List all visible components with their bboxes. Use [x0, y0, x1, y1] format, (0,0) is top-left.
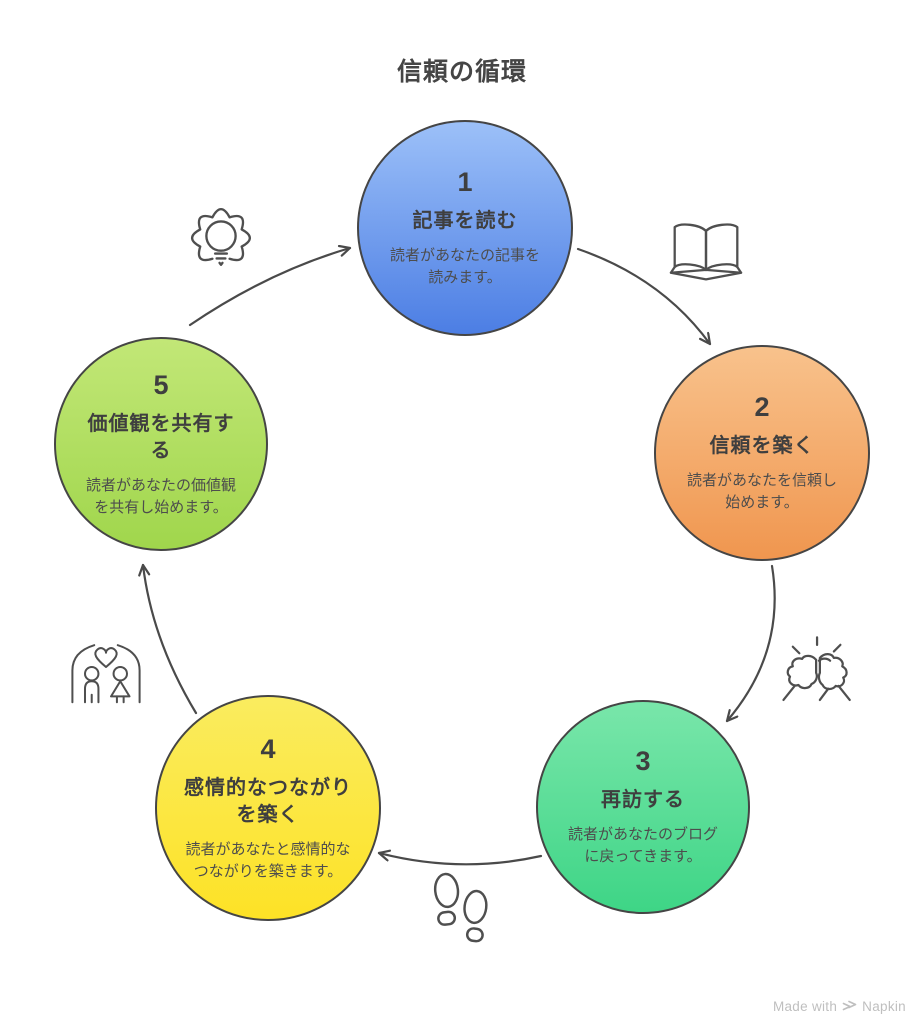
step-number: 2	[754, 392, 770, 423]
step-description: 読者があなたのブログに戻ってきます。	[567, 826, 718, 865]
napkin-logo-icon	[842, 1000, 857, 1011]
made-with-label: Made with	[772, 999, 838, 1014]
brand-label: Napkin	[862, 999, 906, 1014]
step-node-2: 2 信頼を築く 読者があなたを信頼し始めます。	[654, 345, 870, 561]
step-number: 1	[457, 167, 473, 198]
step-number: 4	[260, 733, 276, 764]
fist-bump-icon	[776, 632, 860, 710]
step-description: 読者があなたの価値観を共有し始めます。	[85, 476, 236, 516]
step-title: 記事を読む	[412, 210, 518, 233]
gear-lightbulb-icon	[182, 202, 260, 274]
step-title: 感情的なつながりを築く	[184, 776, 352, 826]
arrow-3-to-4	[377, 853, 543, 866]
step-node-1: 1 記事を読む 読者があなたの記事を読みます。	[357, 120, 573, 336]
step-title: 信頼を築く	[709, 435, 815, 458]
step-title: 価値観を共有する	[87, 412, 235, 462]
step-number: 3	[635, 746, 651, 777]
made-with-napkin-link[interactable]: Made with Napkin	[773, 999, 906, 1014]
step-number: 5	[153, 369, 169, 400]
arrow-4-to-5	[143, 563, 198, 715]
step-node-3: 3 再訪する 読者があなたのブログに戻ってきます。	[536, 700, 750, 914]
step-title: 再訪する	[601, 789, 685, 812]
step-description: 読者があなたの記事を読みます。	[389, 247, 540, 286]
step-description: 読者があなたと感情的なつながりを築きます。	[185, 840, 351, 880]
page-title: 信頼の循環	[396, 58, 527, 86]
step-description: 読者があなたを信頼し始めます。	[686, 472, 837, 511]
arrow-2-to-3	[725, 564, 776, 723]
step-node-5: 5 価値観を共有する 読者があなたの価値観を共有し始めます。	[54, 337, 268, 551]
open-book-icon	[666, 212, 746, 286]
step-node-4: 4 感情的なつながりを築く 読者があなたと感情的なつながりを築きます。	[155, 695, 381, 921]
family-heart-icon	[64, 630, 148, 704]
footprints-icon	[427, 870, 495, 948]
